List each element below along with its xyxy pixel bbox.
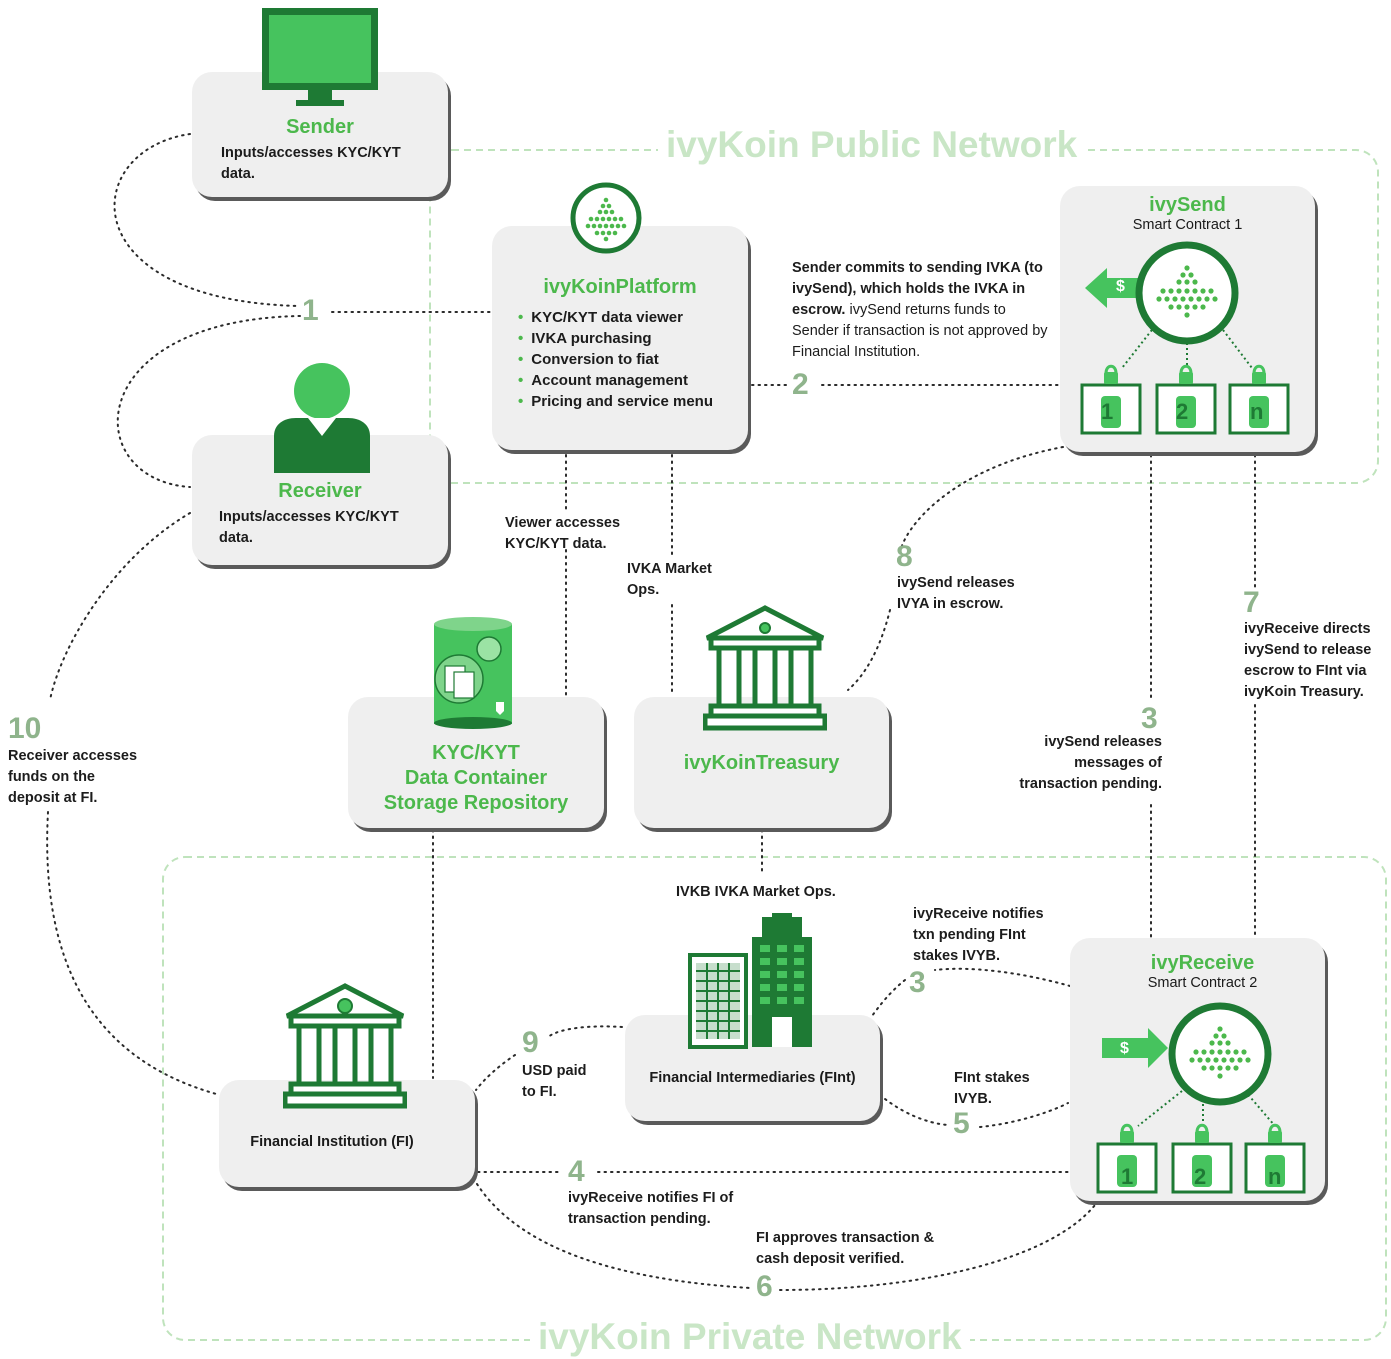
feature-item: IVKA purchasing bbox=[518, 328, 713, 349]
feature-item: Pricing and service menu bbox=[518, 391, 713, 412]
receiver-desc: Inputs/accesses KYC/KYT data. bbox=[219, 509, 399, 546]
treasury-title: ivyKoinTreasury bbox=[683, 752, 840, 774]
platform-title: ivyKoinPlatform bbox=[543, 276, 697, 298]
step-1-number: 1 bbox=[302, 294, 319, 327]
public-network-title: ivyKoin Public Network bbox=[658, 124, 1086, 166]
step-6-desc: FI approves transaction & cash deposit v… bbox=[756, 1230, 935, 1267]
platform-feature-list: KYC/KYT data viewer IVKA purchasing Conv… bbox=[518, 307, 713, 412]
sender-desc: Inputs/accesses KYC/KYT data. bbox=[221, 145, 401, 182]
step-3b-number: 3 bbox=[909, 966, 926, 999]
step-3b-desc: ivyReceive notifies txn pending FInt sta… bbox=[913, 906, 1044, 964]
ivysend-subtitle: Smart Contract 1 bbox=[1132, 217, 1243, 233]
receive-arrow-icon bbox=[1102, 1028, 1168, 1068]
feature-item: Account management bbox=[518, 370, 713, 391]
step-7-desc: ivyReceive directs ivySend to release es… bbox=[1244, 621, 1372, 700]
repository-line-1: KYC/KYT bbox=[432, 742, 520, 764]
step-6-number: 6 bbox=[756, 1270, 773, 1303]
send-arrow-icon bbox=[1085, 268, 1142, 308]
feature-item: Conversion to fiat bbox=[518, 349, 713, 370]
market-ops-label: IVKA Market Ops. bbox=[627, 561, 712, 598]
receiver-title: Receiver bbox=[278, 480, 362, 502]
database-icon bbox=[434, 617, 512, 729]
step-10-desc: Receiver accesses funds on the deposit a… bbox=[8, 748, 138, 806]
bank-icon bbox=[283, 983, 407, 1109]
step-3a-desc: ivySend releases messages of transaction… bbox=[1019, 734, 1162, 792]
step-4-desc: ivyReceive notifies FI of transaction pe… bbox=[568, 1190, 734, 1227]
step-10-number: 10 bbox=[8, 712, 42, 745]
ivyreceive-contract-graphic bbox=[1096, 1002, 1306, 1194]
step-8-number: 8 bbox=[896, 540, 913, 573]
ivyreceive-dollar: $ bbox=[1120, 1040, 1129, 1057]
ivyreceive-subtitle: Smart Contract 2 bbox=[1147, 975, 1258, 991]
private-network-boundary bbox=[162, 856, 1387, 1341]
step-5-number: 5 bbox=[953, 1107, 970, 1140]
ivysend-container-2: 2 bbox=[1176, 399, 1189, 424]
step-4-number: 4 bbox=[568, 1155, 585, 1188]
private-network-title: ivyKoin Private Network bbox=[530, 1316, 970, 1358]
public-network-boundary bbox=[429, 149, 1379, 484]
step-2-desc: Sender commits to sending IVKA (to ivySe… bbox=[792, 258, 1050, 363]
ivyreceive-container-n: n bbox=[1268, 1164, 1282, 1189]
sender-title: Sender bbox=[286, 116, 354, 138]
ivysend-dollar: $ bbox=[1116, 278, 1125, 295]
ivysend-container-n: n bbox=[1250, 399, 1264, 424]
ivkb-market-label: IVKB IVKA Market Ops. bbox=[676, 884, 836, 900]
fi-title: Financial Institution (FI) bbox=[250, 1134, 414, 1150]
ivyreceive-container-2: 2 bbox=[1194, 1164, 1207, 1189]
monitor-icon bbox=[262, 8, 378, 106]
step-7-number: 7 bbox=[1243, 586, 1260, 619]
viewer-label: Viewer accesses KYC/KYT data. bbox=[505, 515, 621, 552]
dotted-connectors bbox=[46, 133, 1256, 1291]
step-2-desc-normal: ivySend returns funds to Sender if trans… bbox=[792, 302, 1048, 360]
bank-icon bbox=[703, 605, 827, 731]
repository-line-2: Data Container bbox=[404, 767, 548, 789]
office-building-icon bbox=[688, 913, 812, 1049]
ivyreceive-container-1: 1 bbox=[1121, 1164, 1134, 1189]
step-2-desc-bold: Sender commits to sending IVKA (to ivySe… bbox=[792, 260, 1043, 318]
person-icon bbox=[274, 363, 370, 473]
feature-item: KYC/KYT data viewer bbox=[518, 307, 713, 328]
step-3a-number: 3 bbox=[1141, 702, 1158, 735]
ivyreceive-title: ivyReceive bbox=[1150, 952, 1255, 974]
repository-line-3: Storage Repository bbox=[383, 792, 569, 814]
ivysend-contract-graphic bbox=[1080, 241, 1290, 435]
step-9-desc: USD paid to FI. bbox=[522, 1063, 587, 1100]
fint-title: Financial Intermediaries (FInt) bbox=[649, 1070, 856, 1086]
step-5-desc: FInt stakes IVYB. bbox=[954, 1070, 1030, 1107]
step-9-number: 9 bbox=[522, 1026, 539, 1059]
step-2-number: 2 bbox=[792, 368, 809, 401]
ivysend-container-1: 1 bbox=[1101, 399, 1114, 424]
ivysend-title: ivySend bbox=[1149, 194, 1226, 216]
step-8-desc: ivySend releases IVYA in escrow. bbox=[897, 575, 1015, 612]
ivykoin-logo bbox=[570, 182, 642, 254]
